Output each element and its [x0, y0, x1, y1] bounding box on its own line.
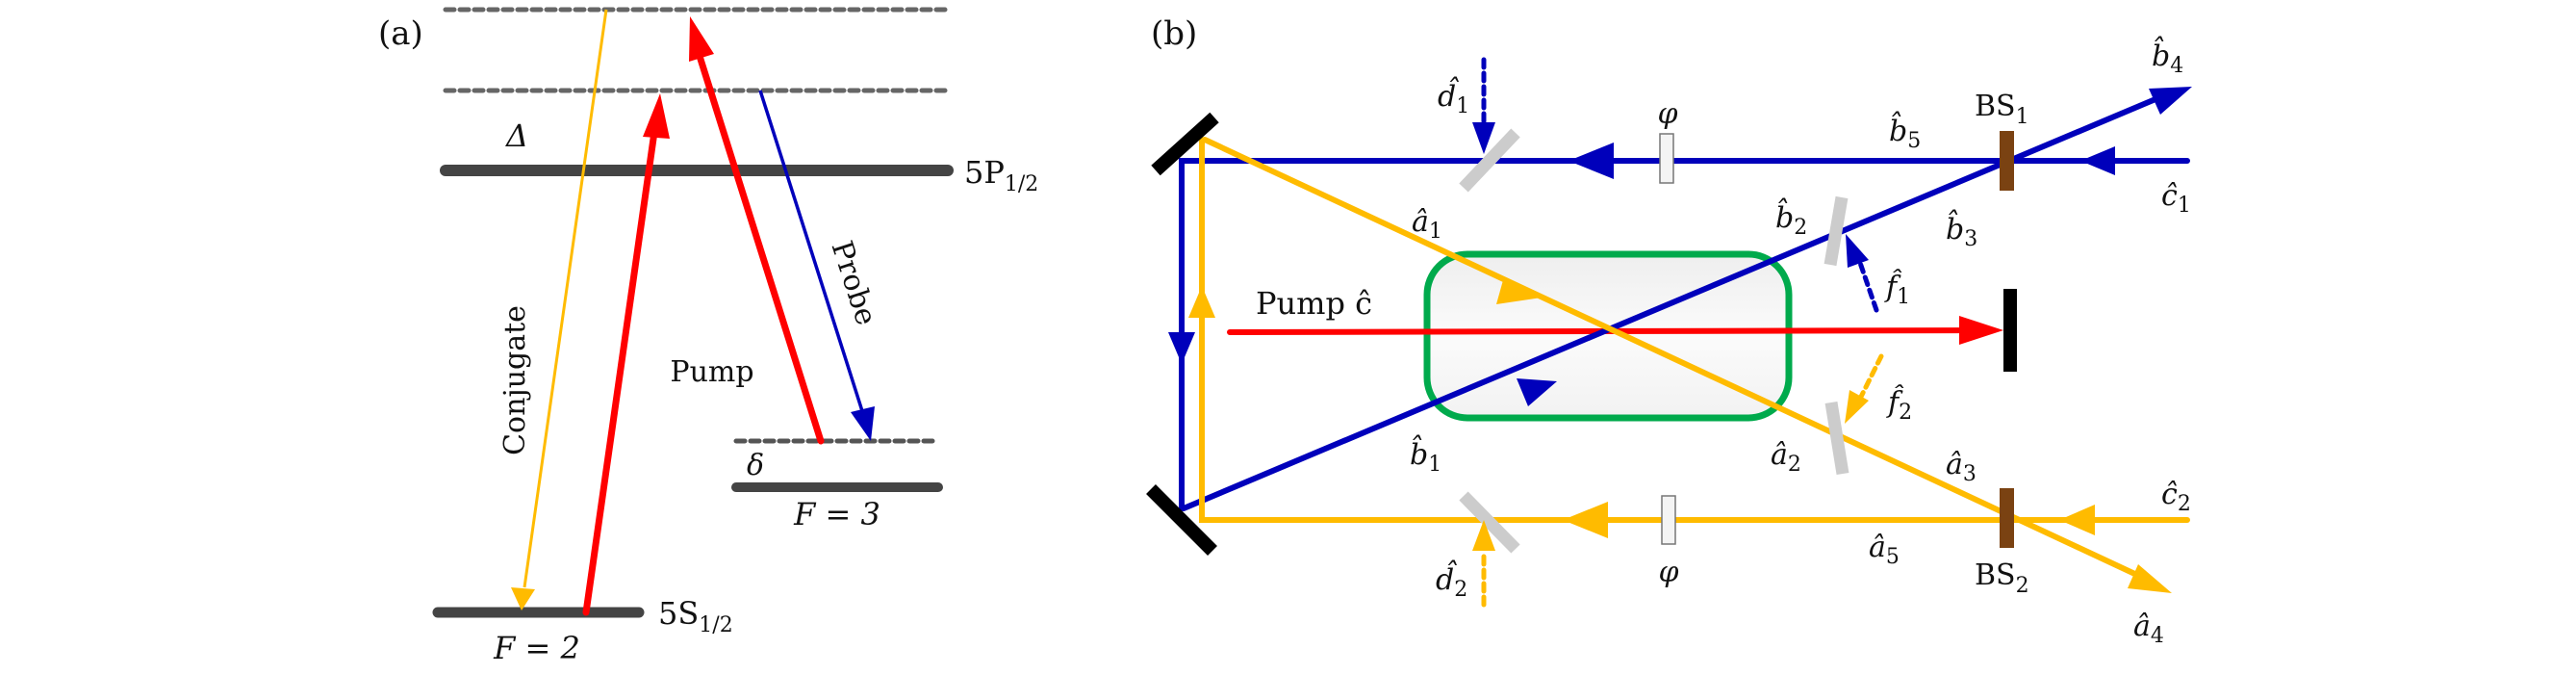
vacuum-f1-dashed	[1856, 257, 1879, 313]
panel-b-label: (b)	[1151, 14, 1197, 53]
pump-transition-2	[695, 49, 825, 445]
panel-a: (a) Δ δ 5P1/2 5S1/2 F = 3 F = 2 Conjugat…	[378, 7, 1038, 666]
bs2-label: BS2	[1975, 558, 2029, 598]
level-5p-label: 5P1/2	[964, 154, 1038, 196]
mode-c1-label: ĉ1	[2161, 179, 2191, 218]
loss-plate-f2	[1824, 401, 1849, 476]
conjugate-path-diagonal	[1202, 137, 2158, 586]
phase-shifter-top	[1659, 133, 1674, 184]
loss-plate-d1	[1459, 128, 1520, 193]
beamsplitter-bs2	[2000, 488, 2014, 548]
probe-arrowhead	[851, 406, 875, 441]
phase-bottom-label: φ	[1658, 556, 1678, 589]
mode-a4-label: â4	[2133, 610, 2164, 648]
mode-b5-label: b̂5	[1889, 111, 1921, 153]
vacuum-f1-arrowhead	[1846, 234, 1869, 268]
pump-c-label: Pump ĉ	[1256, 285, 1372, 322]
mode-a3-label: â3	[1946, 448, 1977, 486]
panel-a-label: (a)	[378, 14, 423, 53]
bs1-label: BS1	[1975, 90, 2029, 129]
conjugate-path-bottom-loop	[1199, 137, 2190, 523]
level-5s-label: 5S1/2	[658, 595, 733, 637]
mode-b4-label: b̂4	[2152, 36, 2183, 78]
mode-b3-label: b̂3	[1946, 209, 1977, 251]
mode-a2-label: â2	[1771, 438, 1801, 477]
arrow-b4-out	[2149, 87, 2192, 115]
vacuum-d2-arrowhead	[1472, 520, 1495, 551]
mode-b2-label: b̂2	[1775, 197, 1807, 240]
probe-path-diagonal	[1181, 96, 2158, 511]
two-photon-detuning-label: δ	[747, 449, 764, 482]
arrow-b5	[1569, 143, 1614, 179]
f2-label: F = 2	[493, 630, 580, 666]
pump-arrowhead-2	[689, 16, 714, 62]
arrow-c2-in	[2059, 505, 2095, 535]
loss-plate-d2	[1459, 491, 1520, 554]
arrow-blue-down	[1168, 332, 1195, 364]
pump-label: Pump	[670, 355, 753, 389]
phase-top-label: φ	[1657, 97, 1677, 131]
conjugate-arrowhead	[511, 587, 535, 610]
mode-c2-label: ĉ2	[2161, 478, 2191, 516]
detuning-delta-label: Δ	[504, 117, 528, 154]
vacuum-d1-arrowhead	[1472, 122, 1495, 154]
phase-shifter-bottom	[1661, 495, 1676, 545]
vacuum-f2-arrowhead	[1845, 390, 1869, 424]
probe-transition	[758, 90, 865, 415]
arrow-c1-in	[2080, 146, 2115, 175]
arrow-b1	[1517, 378, 1557, 406]
mode-a1-label: â1	[1412, 205, 1442, 244]
vacuum-f2-dashed	[1858, 353, 1884, 400]
mode-d1-label: d̂1	[1438, 76, 1469, 118]
beam-dump	[2003, 289, 2017, 372]
mirror-bottom	[1146, 484, 1217, 556]
loss-plate-f1	[1824, 195, 1849, 267]
arrow-a4-out	[2128, 564, 2172, 593]
conjugate-transition	[523, 9, 608, 588]
f3-label: F = 3	[793, 496, 880, 532]
arrow-a5	[1563, 502, 1608, 538]
mode-a5-label: â5	[1869, 531, 1900, 569]
pump-beam-arrowhead	[1959, 316, 2003, 345]
probe-path-top-loop	[1179, 158, 2190, 511]
arrow-a1	[1496, 280, 1542, 304]
arrow-yellow-up	[1188, 286, 1215, 318]
pump-arrowhead-1	[643, 93, 670, 139]
mode-d2-label: d̂2	[1436, 559, 1467, 602]
mirror-top	[1151, 112, 1219, 176]
panel-b: (b)	[1146, 14, 2192, 648]
conjugate-label: Conjugate	[498, 305, 532, 455]
pump-transition-1	[582, 121, 659, 616]
mode-b1-label: b̂1	[1410, 434, 1441, 477]
beamsplitter-bs1	[2000, 131, 2014, 191]
mode-f1-label: f̂1	[1884, 269, 1910, 309]
mode-f2-label: f̂2	[1886, 384, 1912, 425]
